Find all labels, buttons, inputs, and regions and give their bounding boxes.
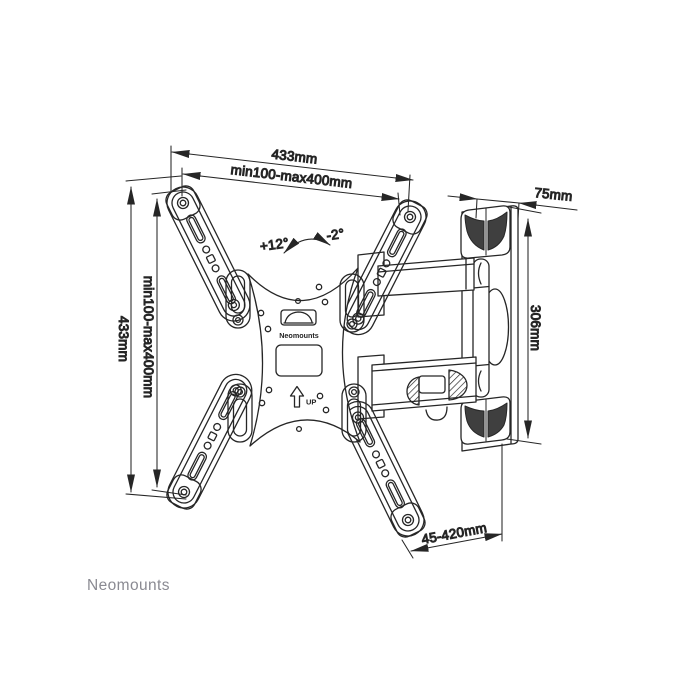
dim-left-outer-height [125, 175, 187, 500]
wall-plate-top-cap [460, 205, 511, 259]
center-plate-body [247, 267, 361, 447]
angle-label-up: +12° [259, 235, 290, 254]
dim-label-top-outer: 433mm [271, 146, 318, 166]
cable-clip [425, 406, 448, 421]
dim-label-left-vesa: min100-max400mm [141, 276, 156, 398]
swivel-hinge-post [472, 258, 490, 398]
up-label: UP [306, 398, 316, 407]
articulated-arm [357, 251, 477, 421]
dim-left-vesa-height [151, 189, 187, 496]
tilt-knob-right [448, 369, 468, 401]
angle-label-down: -2° [325, 226, 345, 243]
dim-wall-plate-depth [447, 193, 578, 219]
footer-brand: Neomounts [87, 577, 170, 594]
tilt-arc-arrow [283, 232, 331, 254]
plate-window-cutout [275, 344, 323, 377]
wall-plate [460, 205, 519, 452]
mount-artwork [160, 180, 519, 543]
dim-top-vesa-width [181, 167, 401, 216]
tilt-angle-annotation [283, 232, 331, 254]
dim-wall-plate-height [506, 206, 542, 445]
vesa-arm-top-left [160, 180, 256, 328]
plate-screw-holes [257, 283, 330, 433]
wall-plate-bottom-cap [460, 396, 511, 445]
dim-label-left-outer: 433mm [116, 316, 131, 362]
dim-label-plate-height: 306mm [528, 305, 543, 351]
up-arrow-icon [289, 385, 305, 408]
tilt-knob-left [406, 376, 420, 406]
center-plate [247, 267, 361, 447]
dim-arm-extension [401, 443, 503, 559]
dim-label-depth: 75mm [534, 185, 574, 204]
plate-logo: Neomounts [279, 331, 319, 340]
arm-cable-slot [418, 375, 446, 394]
handle-cutout [280, 309, 317, 326]
